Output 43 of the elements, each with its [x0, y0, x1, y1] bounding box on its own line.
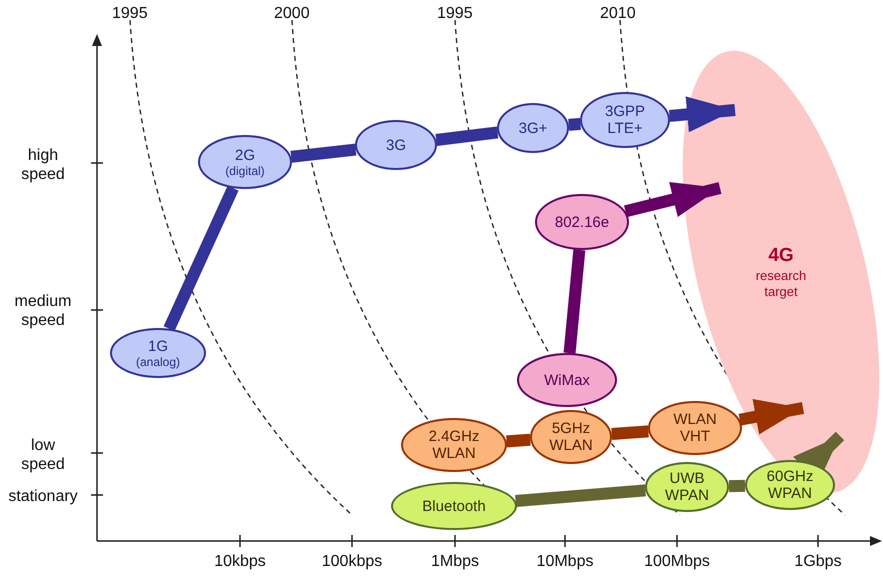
- node-label: WLAN VHT: [672, 411, 718, 445]
- node-label: 4G: [767, 244, 795, 268]
- speed-label: medium speed: [14, 292, 72, 330]
- node-label: 5GHz WLAN: [548, 420, 594, 454]
- node-label: (digital): [225, 164, 265, 178]
- data-rate-label: 10Mbps: [536, 552, 594, 571]
- node-label: (analog): [136, 354, 180, 368]
- connector: [568, 118, 581, 131]
- data-rate-label: 100Mbps: [644, 552, 710, 571]
- data-rate-label: 1Gbps: [794, 552, 842, 571]
- speed-label: high speed: [20, 146, 66, 184]
- arrow: [668, 96, 736, 132]
- ellipse-node: [745, 460, 835, 510]
- speed-label: stationary: [8, 487, 78, 506]
- node-label: 2G: [234, 146, 255, 164]
- data-rate-label: 100kbps: [322, 552, 382, 571]
- node-label: Bluetooth: [422, 498, 486, 514]
- node-label: 2.4GHz WLAN: [428, 428, 480, 462]
- data-rate-label: 1Mbps: [430, 552, 480, 571]
- connector: [290, 144, 356, 163]
- year-label: 2000: [274, 4, 310, 23]
- node-label: research target: [754, 268, 808, 300]
- connector: [728, 480, 746, 492]
- node-label: 3GPP LTE+: [604, 103, 646, 137]
- connector: [611, 425, 649, 440]
- node-label: 1G: [148, 338, 168, 354]
- year-label: 2010: [600, 4, 636, 23]
- connector: [515, 484, 646, 507]
- connector: [564, 249, 586, 354]
- node-label: WiMax: [544, 372, 590, 388]
- data-rate-label: 10kbps: [214, 552, 266, 571]
- speed-label: low speed: [20, 436, 66, 474]
- connector: [435, 126, 498, 146]
- ellipse-node: [648, 401, 742, 455]
- node-label: 60GHz WPAN: [766, 468, 814, 502]
- year-label: 1995: [112, 4, 148, 23]
- arrow: [738, 399, 804, 434]
- node-label: 3G: [386, 136, 406, 154]
- year-label: 1995: [437, 4, 473, 23]
- node-label: 3G+: [518, 120, 548, 136]
- node-label: 802.16e: [554, 214, 610, 230]
- node-label: UWB WPAN: [664, 470, 710, 504]
- connector: [506, 434, 531, 448]
